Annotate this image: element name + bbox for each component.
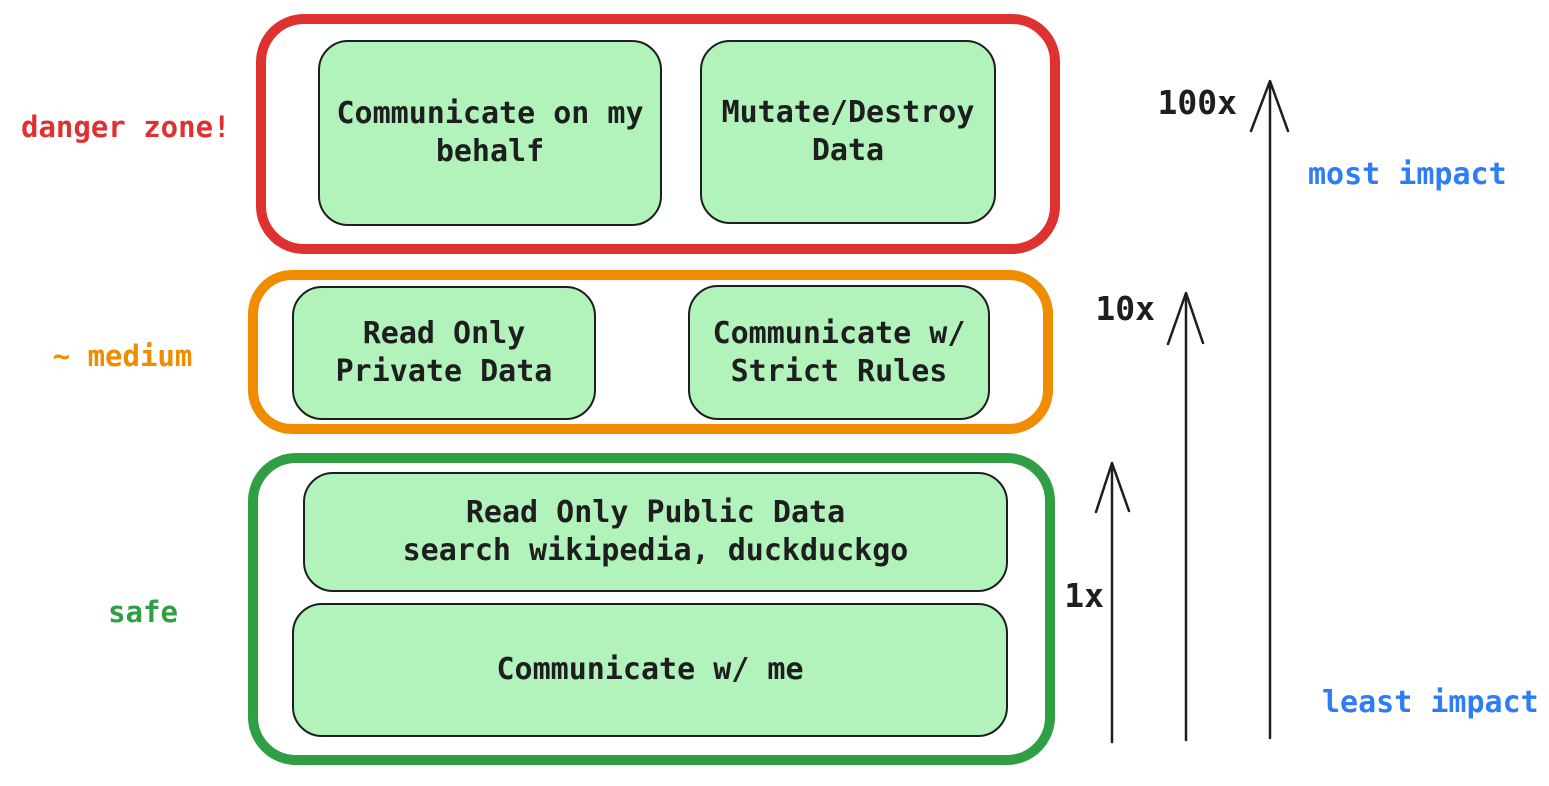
multiplier-label-100x: 100x: [1157, 83, 1237, 122]
zone-danger: [256, 14, 1060, 254]
capability-box-line: Private Data: [335, 354, 553, 389]
capability-box-line: Data: [811, 133, 885, 168]
capability-box-communicate-with-me: Communicate w/ me: [292, 603, 1008, 737]
capability-box-communicate-on-my-behalf: Communicate on my behalf: [318, 40, 662, 226]
capability-box-line: Communicate on my: [336, 96, 644, 131]
capability-box-line: Read Only Public Data: [465, 495, 846, 530]
zone-label-medium: ~ medium: [52, 339, 193, 373]
capability-box-communicate-strict-rules: Communicate w/ Strict Rules: [688, 285, 990, 420]
capability-box-mutate-destroy-data: Mutate/Destroy Data: [700, 40, 996, 224]
capability-box-line: search wikipedia, duckduckgo: [402, 533, 909, 568]
capability-box-line: Mutate/Destroy: [721, 95, 975, 130]
capability-box-line: Strict Rules: [730, 353, 948, 389]
multiplier-label-10x: 10x: [1095, 289, 1155, 328]
impact-arrow-10x: [1166, 291, 1205, 742]
zone-label-danger: danger zone!: [21, 110, 231, 144]
capability-box-line: Communicate w/: [712, 315, 966, 351]
zone-label-safe: safe: [108, 595, 178, 629]
least-impact-label: least impact: [1322, 685, 1539, 720]
capability-box-read-only-public-data: Read Only Public Data search wikipedia, …: [303, 472, 1008, 592]
capability-box-line: behalf: [435, 134, 545, 169]
capability-box-line: Communicate w/ me: [496, 652, 804, 687]
multiplier-label-1x: 1x: [1064, 576, 1104, 615]
zone-medium: [248, 270, 1053, 434]
capability-box-line: Read Only: [362, 316, 526, 351]
most-impact-label: most impact: [1308, 157, 1507, 192]
zone-safe: [248, 453, 1055, 765]
impact-arrow-100x: [1249, 79, 1290, 740]
capability-box-read-only-private-data: Read Only Private Data: [292, 286, 596, 420]
